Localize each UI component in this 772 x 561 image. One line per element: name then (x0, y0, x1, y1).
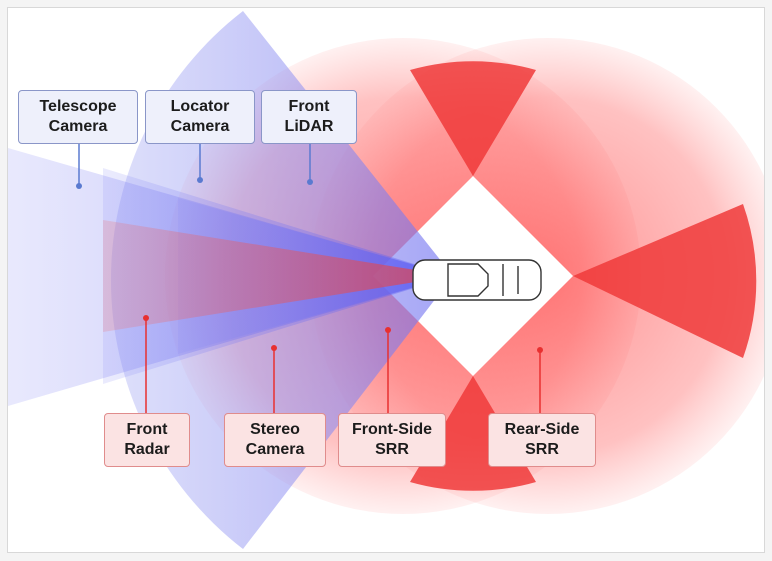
label-telescope-camera: Telescope Camera (18, 90, 138, 144)
leader-lines (76, 144, 543, 413)
watermark-logo: 車東西 (671, 513, 744, 538)
car-outline (412, 259, 542, 301)
front-radar-text: Front Radar (124, 421, 170, 458)
telescope-camera-text: Telescope Camera (39, 98, 117, 135)
front-side-srr-text: Front-Side SRR (352, 421, 432, 458)
label-front-radar: Front Radar (104, 413, 190, 467)
front-lidar-text: Front LiDAR (284, 98, 334, 135)
srr-wedge-right (573, 204, 757, 358)
label-rear-side-srr: Rear-Side SRR (488, 413, 596, 467)
label-stereo-camera: Stereo Camera (224, 413, 326, 467)
diagram-frame: Telescope Camera Locator Camera Front Li… (7, 7, 765, 553)
rear-side-srr-text: Rear-Side SRR (504, 421, 580, 458)
label-locator-camera: Locator Camera (145, 90, 255, 144)
label-front-lidar: Front LiDAR (261, 90, 357, 144)
locator-camera-text: Locator Camera (170, 98, 230, 135)
label-front-side-srr: Front-Side SRR (338, 413, 446, 467)
stereo-camera-text: Stereo Camera (245, 421, 305, 458)
srr-wedge-top (410, 61, 536, 176)
front-radar-beam (103, 220, 453, 332)
